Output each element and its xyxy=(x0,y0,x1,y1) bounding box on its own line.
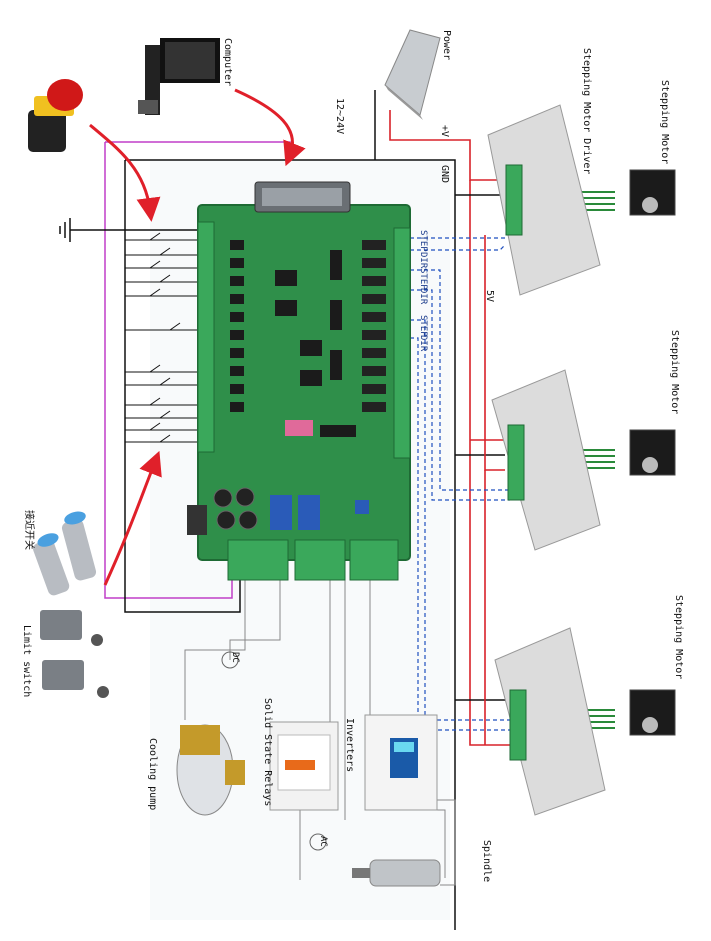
arrow-estop xyxy=(89,123,161,222)
signal-label: STEP xyxy=(418,315,428,337)
cooling-pump-label: Cooling pump xyxy=(147,738,158,811)
inverter-icon xyxy=(364,714,438,811)
motor-1-label: Stepping Motor xyxy=(659,80,670,165)
plus-v-label: +V xyxy=(439,125,450,138)
ssr-label: Solid State Relays xyxy=(262,698,273,807)
signal-label: STEP xyxy=(418,268,428,290)
computer-label: Computer xyxy=(222,38,233,87)
black-wire-left xyxy=(124,160,241,613)
voltage-range-label: 12~24V xyxy=(334,98,345,135)
switch-symbols xyxy=(149,232,181,443)
spindle-icon xyxy=(352,859,441,887)
wires xyxy=(70,90,615,930)
signal-label: STEP xyxy=(418,230,428,252)
stepper-driver-2 xyxy=(491,369,601,551)
relay-1 xyxy=(270,495,292,530)
driver-label: Stepping Motor Driver xyxy=(581,48,592,175)
dc-label: DC xyxy=(230,652,240,663)
limit-switch-label: Limit switch xyxy=(21,625,32,698)
stepper-motor-2-icon xyxy=(629,429,676,476)
red-arrows xyxy=(89,88,306,586)
power-label: Power xyxy=(441,30,452,61)
black-wire-gnd xyxy=(125,159,456,930)
stepper-driver-1 xyxy=(487,104,601,296)
proximity-sensor-icon xyxy=(33,511,97,596)
ground-symbol-icon xyxy=(59,218,71,242)
ac-symbol xyxy=(309,833,327,851)
computer-icon xyxy=(138,38,220,115)
limit-switch-icon xyxy=(40,610,109,698)
relay-2 xyxy=(298,495,320,530)
inverters-label: Inverters xyxy=(344,718,355,773)
controller-board xyxy=(187,181,411,581)
emergency-stop-icon xyxy=(28,79,83,152)
cooling-pump-icon xyxy=(176,724,245,816)
red-wire-plusv xyxy=(389,110,505,181)
motor-3-label: Stepping Motor xyxy=(673,595,684,680)
stepper-motor-1-icon xyxy=(629,169,676,216)
signal-label: DIR xyxy=(418,335,428,352)
gnd-label: GND xyxy=(439,165,450,184)
motor-2-label: Stepping Motor xyxy=(669,330,680,415)
arrow-proximity xyxy=(103,450,162,586)
dip-switch xyxy=(285,420,313,436)
solid-state-relay-icon xyxy=(269,721,339,811)
blue-signal-wires xyxy=(410,237,510,731)
proximity-label: 接近开关 xyxy=(23,510,34,550)
arrow-computer xyxy=(234,88,306,167)
signal-label: DIR xyxy=(418,288,428,305)
power-supply-icon xyxy=(384,29,441,120)
stepper-driver-3 xyxy=(494,627,606,816)
spindle-label: Spindle xyxy=(481,840,492,883)
magenta-wire-top xyxy=(105,141,291,150)
five-v-label: 5V xyxy=(484,290,495,303)
ac-label: AC xyxy=(318,836,328,847)
signal-label: DIR xyxy=(418,252,428,269)
stepper-motor-3-icon xyxy=(629,689,676,736)
dc-symbol xyxy=(221,651,239,669)
